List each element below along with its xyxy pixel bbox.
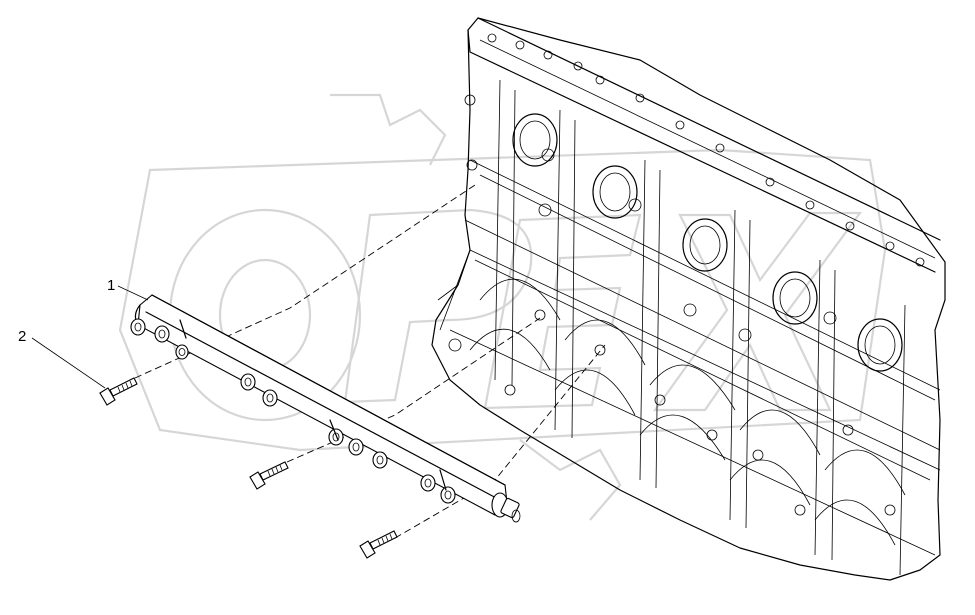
- rail-ports: [130, 318, 456, 504]
- leader-line-1: [117, 285, 149, 301]
- fuel-rail: [130, 294, 521, 523]
- leader-line-2: [31, 337, 106, 389]
- bolt-lower: [359, 530, 398, 559]
- bolt-upper: [99, 377, 138, 406]
- engine-block: [431, 17, 946, 581]
- bolt-middle: [249, 461, 289, 490]
- deck-bolt-holes: [487, 33, 925, 267]
- callout-label-2: 2: [18, 328, 27, 345]
- callout-label-1: 1: [107, 277, 116, 294]
- block-bosses: [448, 94, 896, 516]
- cylinder-bores: [512, 113, 903, 372]
